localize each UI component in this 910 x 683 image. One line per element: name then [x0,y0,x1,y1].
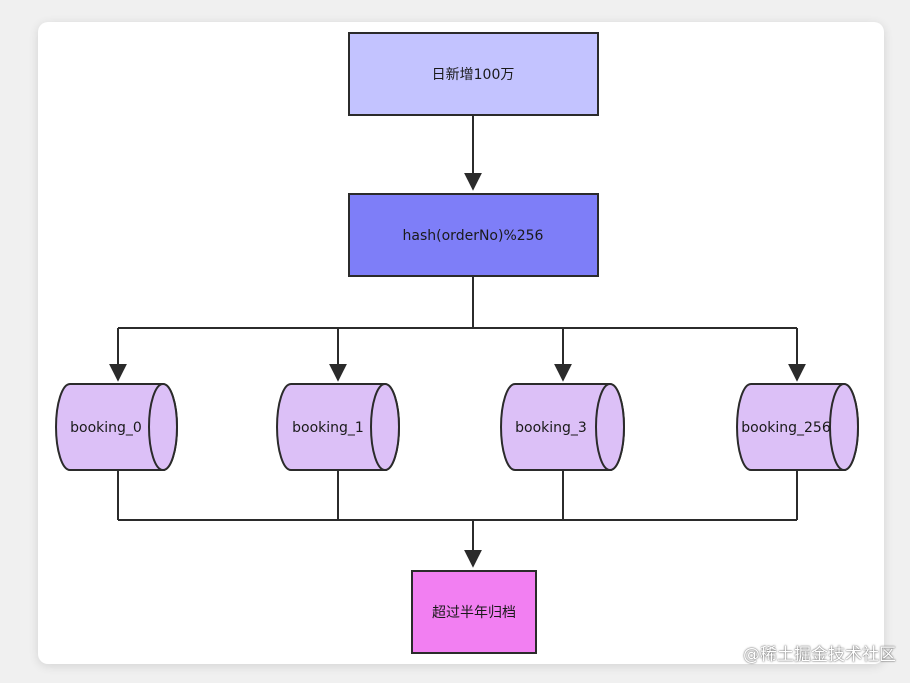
table-label: booking_0 [70,420,142,436]
table-booking-0: booking_0 [55,383,178,471]
table-label: booking_256 [741,420,831,436]
hash-node-box [348,193,599,277]
connectors [109,115,806,568]
juejin-watermark: @稀土掘金技术社区 [743,645,896,665]
source-node-label: 日新增100万 [432,67,515,83]
archive-node: 超过半年归档 [411,570,537,654]
table-booking-3: booking_3 [500,383,625,471]
table-cylinder-cap [370,383,400,471]
table-label: booking_1 [292,420,364,436]
table-cylinder-cap [829,383,859,471]
table-cylinder-cap [148,383,178,471]
diagram-card [38,22,884,664]
archive-node-label: 超过半年归档 [432,604,516,621]
source-node-box [348,32,599,116]
archive-node-box [411,570,537,654]
hash-node: hash(orderNo)%256 [348,193,599,277]
table-booking-256: booking_256 [736,383,859,471]
hash-node-label: hash(orderNo)%256 [403,228,544,244]
table-booking-1: booking_1 [276,383,400,471]
source-node: 日新增100万 [348,32,599,116]
table-label: booking_3 [515,420,587,436]
table-cylinder-cap [595,383,625,471]
